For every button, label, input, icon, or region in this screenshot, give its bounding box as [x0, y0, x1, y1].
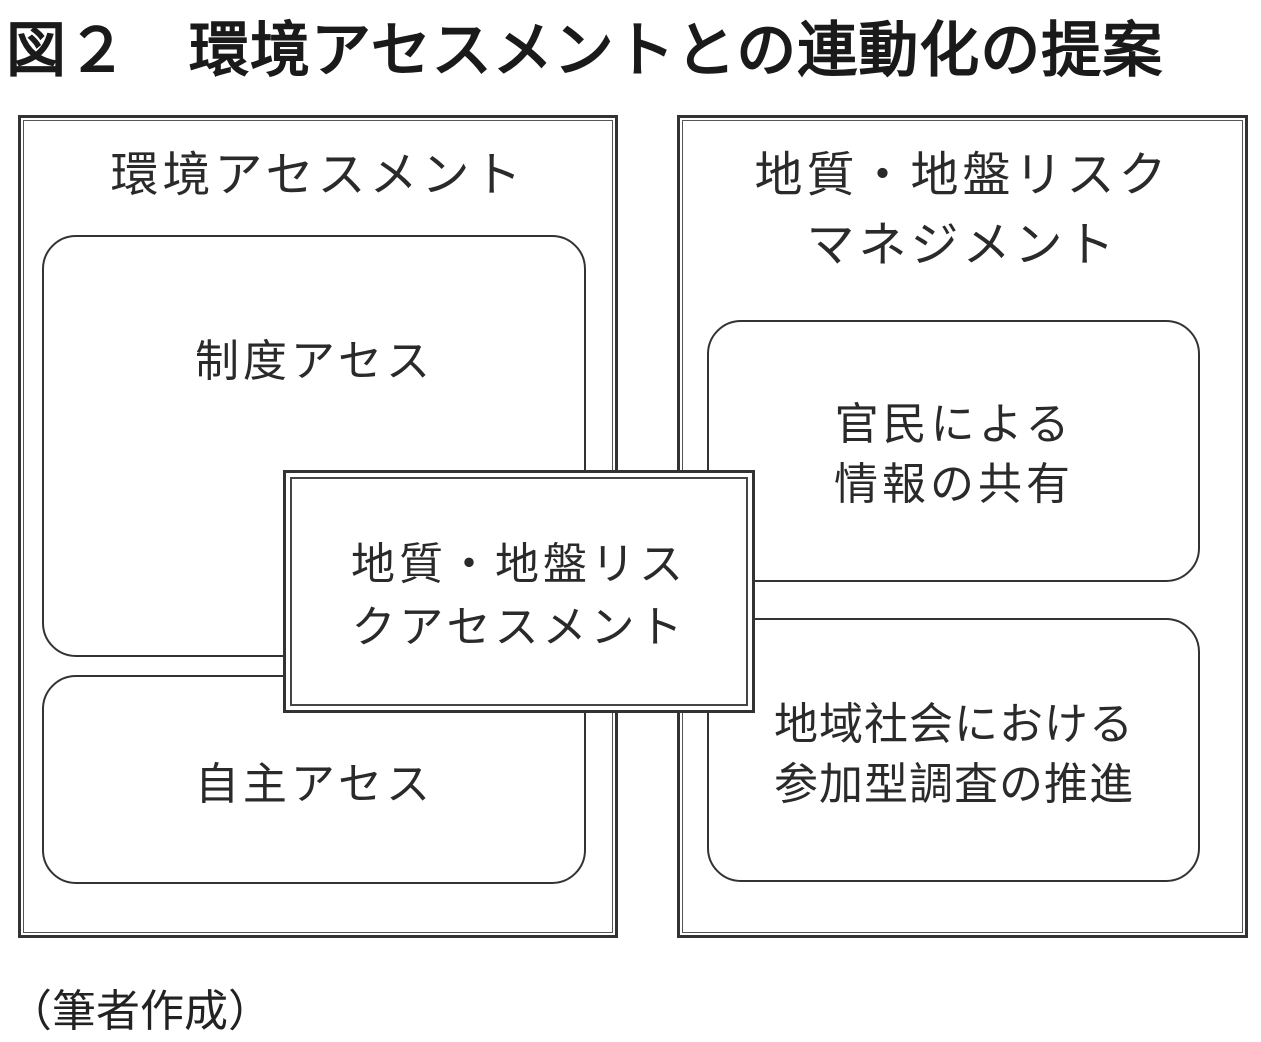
info-sharing-line1: 官民による	[834, 399, 1074, 450]
participatory-survey-line1: 地域社会における	[774, 699, 1134, 750]
geo-risk-assessment-box	[283, 470, 755, 713]
institutional-assessment-label: 制度アセス	[194, 336, 435, 387]
info-sharing-box	[707, 320, 1200, 582]
participatory-survey-box	[707, 618, 1200, 882]
source-note: （筆者作成）	[8, 986, 272, 1037]
geo-risk-assessment-line2: クアセスメント	[351, 602, 687, 653]
left-panel-heading: 環境アセスメント	[110, 147, 526, 203]
participatory-survey-line2: 参加型調査の推進	[774, 759, 1134, 810]
info-sharing-line2: 情報の共有	[834, 459, 1074, 510]
geo-risk-assessment-line1: 地質・地盤リス	[351, 539, 687, 590]
figure-title: 図２ 環境アセスメントとの連動化の提案	[6, 16, 1164, 86]
voluntary-assessment-label: 自主アセス	[194, 759, 435, 810]
right-panel-heading-line2: マネジメント	[806, 217, 1119, 273]
right-panel-heading-line1: 地質・地盤リスク	[754, 147, 1171, 203]
